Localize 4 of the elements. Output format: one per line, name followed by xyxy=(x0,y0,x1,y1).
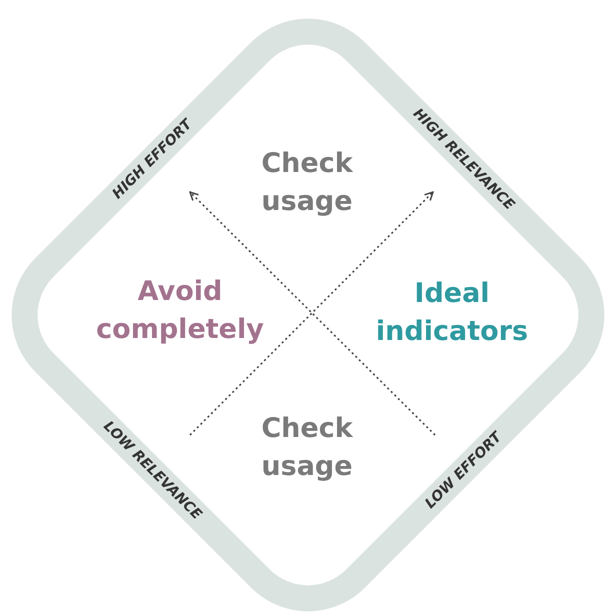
quadrant-label: Check usage xyxy=(260,147,354,219)
quadrant-label: Avoid completely xyxy=(95,275,265,347)
quadrant-label: Check usage xyxy=(260,412,354,484)
quadrant-label: Ideal indicators xyxy=(374,277,530,349)
